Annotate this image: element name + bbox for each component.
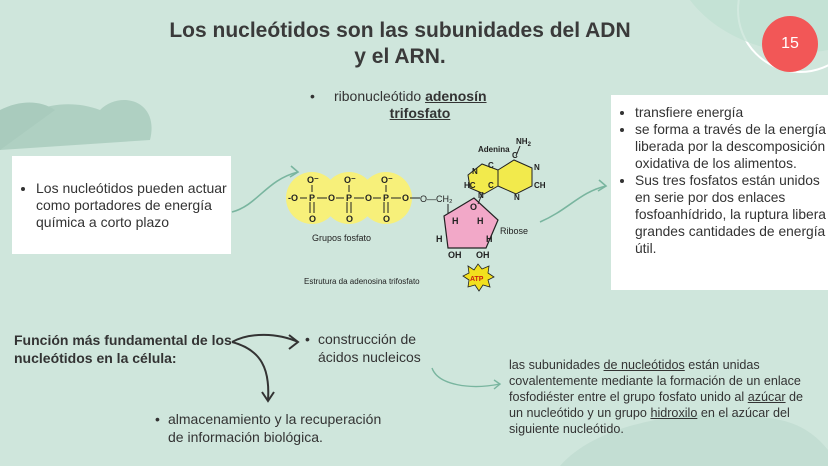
para-text-3: de un nucleótido y un grupo xyxy=(509,390,804,420)
svg-text:O⁻: O⁻ xyxy=(307,175,319,185)
function-item-nucleic-acids: • construcción de ácidos nucleicos xyxy=(305,330,421,366)
atp-star-icon: ATP xyxy=(462,263,495,292)
svg-text:P: P xyxy=(383,193,389,203)
svg-text:O: O xyxy=(470,202,477,212)
svg-text:P: P xyxy=(309,193,315,203)
bullet-dot: • xyxy=(305,331,310,347)
function-item1-line2: ácidos nucleicos xyxy=(318,349,421,365)
svg-text:H: H xyxy=(436,234,443,244)
atp-properties-list: transfiere energía se forma a través de … xyxy=(611,95,828,257)
energy-carrier-box: Los nucleótidos pueden actuar como porta… xyxy=(12,156,231,254)
phosphate-label: Grupos fosfato xyxy=(312,233,371,243)
atp-bullet-prefix: ribonucleótido xyxy=(334,88,426,104)
svg-text:HC: HC xyxy=(464,181,476,190)
svg-text:H: H xyxy=(477,216,484,226)
svg-text:P: P xyxy=(346,193,352,203)
list-item: se forma a través de la energía liberada… xyxy=(635,121,828,172)
nh2-subscript: 2 xyxy=(528,142,532,148)
svg-text:OH: OH xyxy=(448,250,462,260)
slide-title-line2: y el ARN. xyxy=(354,45,446,68)
slide-title-line1: Los nucleótidos son las subunidades del … xyxy=(169,19,631,42)
svg-text:O: O xyxy=(365,193,372,203)
phosphate-groups: -O P P P O O O O⁻ O⁻ O⁻ O O O xyxy=(286,172,420,224)
function-heading: Función más fundamental de los nucleótid… xyxy=(14,332,232,366)
svg-text:N: N xyxy=(472,167,478,176)
para-text-1: las subunidades xyxy=(509,358,604,372)
svg-text:O⁻: O⁻ xyxy=(344,175,356,185)
list-item: transfiere energía xyxy=(635,104,828,121)
atp-properties-box: transfiere energía se forma a través de … xyxy=(611,95,828,290)
energy-carrier-list: Los nucleótidos pueden actuar como porta… xyxy=(12,156,231,231)
atp-structure-diagram: -O P P P O O O O⁻ O⁻ O⁻ O O O Grupos fosfato O—C… xyxy=(286,137,546,292)
list-item: Los nucleótidos pueden actuar como porta… xyxy=(36,180,231,231)
bullet-dot: • xyxy=(155,411,160,427)
svg-text:NH2: NH2 xyxy=(516,137,532,148)
atp-keyword-adenosin: adenosín xyxy=(425,88,487,104)
para-text-4: en el azúcar del siguiente nucleótido. xyxy=(509,406,790,436)
svg-text:O: O xyxy=(309,214,316,224)
para-text-2: están unidas covalentemente mediante la … xyxy=(509,358,801,404)
atp-keyword-trifosfato: trifosfato xyxy=(389,105,451,121)
svg-text:O⁻: O⁻ xyxy=(381,175,393,185)
page-number-badge: 15 xyxy=(762,16,818,72)
ribose-label: Ribose xyxy=(500,226,528,236)
function-item2-line2: de información biológica. xyxy=(168,429,323,445)
adenine-label: Adenina xyxy=(478,145,510,154)
nh2-label: NH xyxy=(516,137,528,146)
adenine-base: NHC CC CN CHN N NH2 xyxy=(464,137,546,205)
svg-text:H: H xyxy=(452,216,459,226)
svg-text:CH: CH xyxy=(534,181,546,190)
svg-text:O: O xyxy=(402,193,409,203)
svg-text:N: N xyxy=(534,163,540,172)
svg-text:OH: OH xyxy=(476,250,490,260)
svg-text:O: O xyxy=(383,214,390,224)
para-link-hidroxilo: hidroxilo xyxy=(650,406,698,420)
atp-bullet-line1: ribonucleótido adenosín xyxy=(310,88,510,105)
bottom-arrow xyxy=(431,367,501,388)
svg-text:O: O xyxy=(346,214,353,224)
diagram-caption: Estrutura da adenosina trifosfato xyxy=(304,277,420,286)
svg-text:C: C xyxy=(488,161,494,170)
function-item-information: • almacenamiento y la recuperación de in… xyxy=(155,410,381,446)
slide-title: Los nucleótidos son las subunidades del … xyxy=(150,18,650,70)
function-item2-line1: almacenamiento y la recuperación xyxy=(168,411,382,427)
svg-text:N: N xyxy=(514,193,520,202)
phosphodiester-paragraph: las subunidades de nucleótidos están uni… xyxy=(509,357,809,437)
function-arrow-right xyxy=(231,333,299,343)
para-link-azucar: azúcar xyxy=(747,390,786,404)
function-item1-line1: construcción de xyxy=(318,331,417,347)
svg-text:C: C xyxy=(488,181,494,190)
svg-text:O—CH₂: O—CH₂ xyxy=(420,194,453,204)
svg-text:H: H xyxy=(486,234,493,244)
bullet-dot: • xyxy=(310,88,315,104)
svg-text:C: C xyxy=(512,151,518,160)
atp-star-label: ATP xyxy=(470,276,484,283)
svg-text:O: O xyxy=(328,193,335,203)
function-arrow-down xyxy=(231,341,270,401)
svg-text:-O: -O xyxy=(288,193,298,203)
atp-bullet: • ribonucleótido adenosín trifosfato xyxy=(310,88,510,122)
list-item: Sus tres fosfatos están unidos en serie … xyxy=(635,172,828,257)
right-arrow xyxy=(539,185,607,223)
left-arrow xyxy=(231,171,299,213)
para-link-nucleotidos: de nucleótidos xyxy=(603,358,685,372)
